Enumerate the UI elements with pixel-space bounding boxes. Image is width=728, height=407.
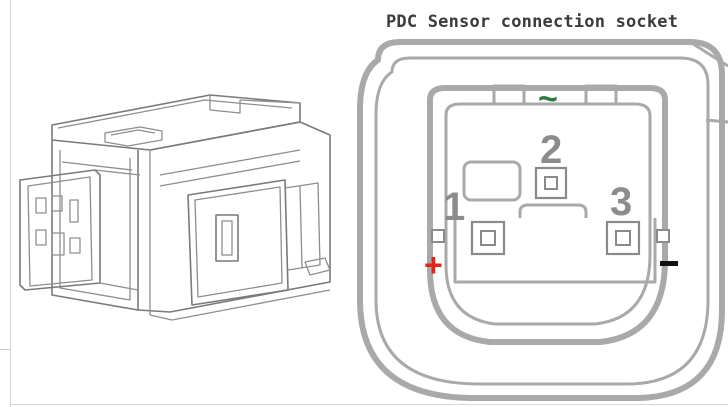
pin-3-label: 3: [610, 180, 632, 224]
socket-face-view: 1 2 3 + ~: [357, 39, 728, 401]
pin-1-label: 1: [443, 185, 465, 229]
plus-symbol: +: [424, 247, 443, 283]
minus-symbol: [660, 261, 678, 266]
frame-tick-mark: [0, 349, 10, 350]
pin-2-label: 2: [540, 128, 562, 172]
frame-bottom-border: [10, 404, 728, 405]
diagram-title: PDC Sensor connection socket: [386, 12, 679, 32]
polarity-marker-left: [431, 229, 445, 243]
frame-left-border: [10, 0, 11, 407]
polarity-marker-right: [656, 229, 670, 243]
connector-housing-illustration: [19, 94, 331, 321]
pin-1-terminal: [470, 220, 506, 256]
signal-symbol: ~: [538, 80, 558, 118]
